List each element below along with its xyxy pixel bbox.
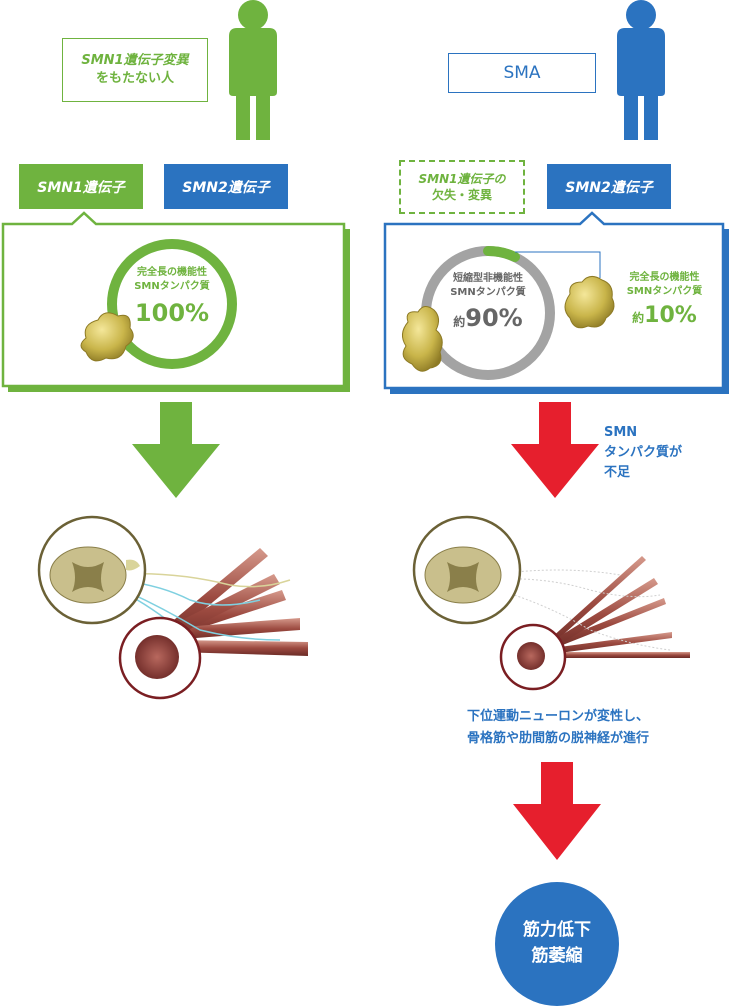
deficit-line1: SMN bbox=[604, 425, 638, 440]
left-ring-label-line2: SMNタンパク質 bbox=[134, 281, 210, 292]
smn1-gene-text: SMN1遺伝子 bbox=[37, 179, 125, 196]
result-text: 筋力低下 筋萎縮 bbox=[497, 917, 617, 969]
smn1-deletion-line2: 欠失・変異 bbox=[431, 188, 492, 202]
nerve-fibers-degenerated bbox=[479, 569, 671, 651]
person-icon-sma bbox=[617, 0, 665, 140]
healthy-neuromuscular-illustration bbox=[37, 515, 308, 700]
full-label-line1: 完全長の機能性 bbox=[629, 272, 700, 283]
left-ring-label: 完全長の機能性 SMNタンパク質 100% bbox=[117, 266, 227, 330]
arrow-down-red-2 bbox=[513, 762, 601, 860]
deficit-line3: 不足 bbox=[604, 465, 631, 480]
left-ring-label-line1: 完全長の機能性 bbox=[137, 267, 207, 278]
sma-neuromuscular-illustration bbox=[412, 515, 690, 691]
short-percent: 90% bbox=[465, 304, 523, 332]
short-label-line1: 短縮型非機能性 bbox=[453, 273, 523, 284]
healthy-title-line1: SMN1遺伝子変異 bbox=[81, 53, 189, 68]
protein-icon-right-short bbox=[402, 306, 443, 372]
smn2-gene-text: SMN2遺伝子 bbox=[182, 179, 270, 196]
short-label-line2: SMNタンパク質 bbox=[450, 287, 526, 298]
smn2-gene-label-healthy: SMN2遺伝子 bbox=[164, 164, 288, 209]
smn1-deletion-line1: SMN1遺伝子の bbox=[418, 172, 506, 186]
arrow-down-red-1 bbox=[511, 402, 599, 498]
full-label-line2: SMNタンパク質 bbox=[626, 286, 703, 297]
full-prefix: 約 bbox=[632, 311, 645, 325]
short-prefix: 約 bbox=[453, 315, 466, 329]
smn-deficit-text: SMN タンパク質が 不足 bbox=[604, 423, 714, 483]
full-percent: 10% bbox=[644, 303, 697, 328]
right-ring-short-label: 短縮型非機能性 SMNタンパク質 約90% bbox=[433, 272, 543, 334]
protein-icon-left bbox=[80, 312, 134, 362]
smn2-gene-text-sma: SMN2遺伝子 bbox=[565, 179, 653, 196]
smn1-gene-label-healthy: SMN1遺伝子 bbox=[19, 164, 143, 209]
degeneration-line2: 骨格筋や肋間筋の脱神経が進行 bbox=[466, 731, 649, 746]
arrow-down-green bbox=[132, 402, 220, 498]
result-line2: 筋萎縮 bbox=[531, 946, 583, 966]
result-circle bbox=[495, 882, 619, 1006]
person-icon-healthy bbox=[229, 0, 277, 140]
healthy-person-title: SMN1遺伝子変異 をもたない人 bbox=[62, 38, 208, 102]
sma-title-text: SMA bbox=[503, 63, 541, 83]
result-line1: 筋力低下 bbox=[523, 920, 591, 940]
muscle-fibers-atrophic bbox=[540, 556, 690, 658]
sma-title: SMA bbox=[448, 53, 596, 93]
degeneration-text: 下位運動ニューロンが変性し、 骨格筋や肋間筋の脱神経が進行 bbox=[418, 706, 698, 750]
degeneration-line1: 下位運動ニューロンが変性し、 bbox=[466, 709, 649, 724]
left-percent: 100% bbox=[134, 299, 210, 327]
deficit-line2: タンパク質が bbox=[604, 445, 683, 460]
healthy-title-line2: をもたない人 bbox=[95, 71, 174, 86]
smn2-gene-label-sma: SMN2遺伝子 bbox=[547, 164, 671, 209]
right-full-label: 完全長の機能性 SMNタンパク質 約10% bbox=[612, 271, 717, 331]
protein-icon-right-full bbox=[564, 276, 615, 329]
smn1-gene-deletion-label: SMN1遺伝子の 欠失・変異 bbox=[399, 160, 525, 214]
